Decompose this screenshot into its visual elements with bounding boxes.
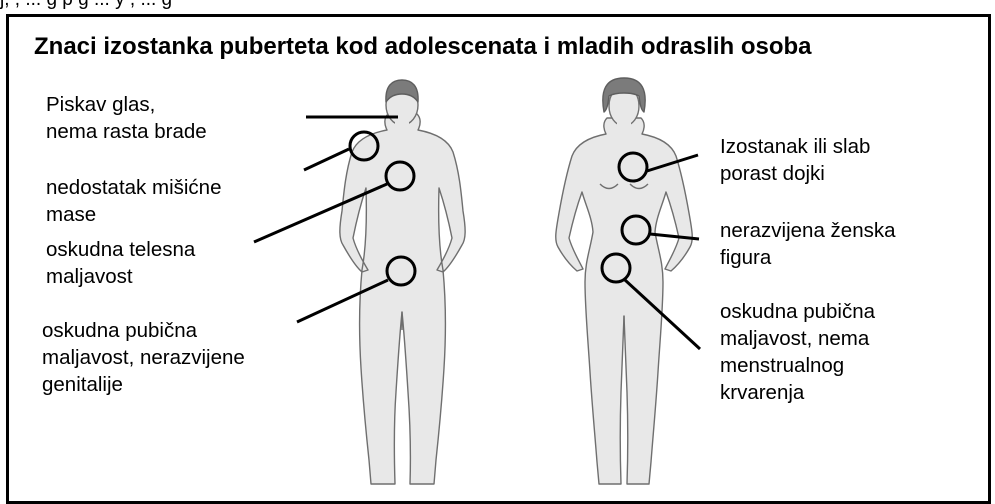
leader-line bbox=[304, 149, 349, 170]
label-female-figure: nerazvijena ženska figura bbox=[720, 217, 896, 271]
label-breast: Izostanak ili slab porast dojki bbox=[720, 133, 870, 187]
label-male-pubic: oskudna pubična maljavost, nerazvijene g… bbox=[42, 317, 245, 398]
label-muscle-mass: nedostatak mišićne mase bbox=[46, 174, 221, 228]
label-voice-beard: Piskav glas, nema rasta brade bbox=[46, 91, 207, 145]
male-figure bbox=[340, 80, 465, 484]
label-female-pubic: oskudna pubična maljavost, nema menstrua… bbox=[720, 298, 875, 406]
label-body-hair: oskudna telesna maljavost bbox=[46, 236, 195, 290]
